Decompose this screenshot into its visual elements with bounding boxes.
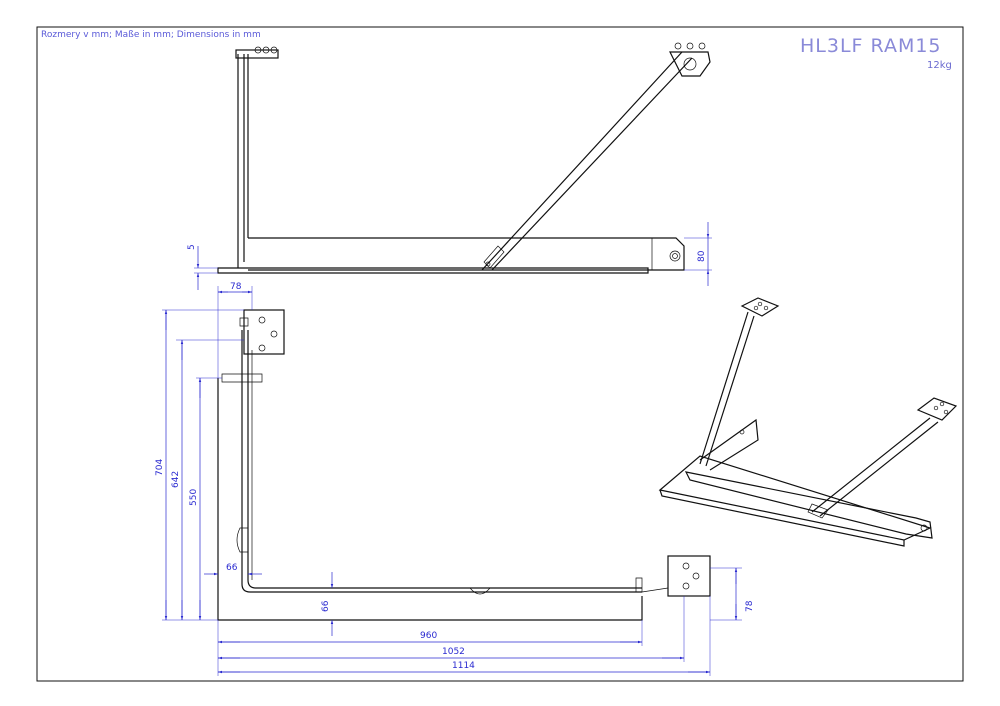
dim-78-top: 78: [230, 282, 242, 292]
model-title: HL3LF RAM15: [800, 35, 942, 57]
drawing-border: [36, 26, 964, 682]
dim-66-bottom: 66: [321, 600, 331, 612]
top-view: 78 704 642 550 66 66 78 960: [155, 282, 755, 676]
units-note: Rozmery v mm; Maße in mm; Dimensions in …: [41, 30, 261, 40]
weight-label: 12kg: [927, 60, 952, 71]
dim-78-right: 78: [745, 600, 755, 612]
dim-642: 642: [171, 471, 181, 488]
dim-550: 550: [189, 489, 199, 506]
dim-704: 704: [155, 459, 165, 476]
isometric-view: [658, 297, 958, 547]
dim-66-left: 66: [226, 563, 238, 573]
dim-80: 80: [697, 250, 707, 262]
dim-1114: 1114: [452, 661, 475, 671]
dim-5: 5: [187, 244, 197, 250]
side-view: 5 80: [187, 42, 712, 290]
dim-960: 960: [420, 631, 437, 641]
dim-1052: 1052: [442, 647, 465, 657]
